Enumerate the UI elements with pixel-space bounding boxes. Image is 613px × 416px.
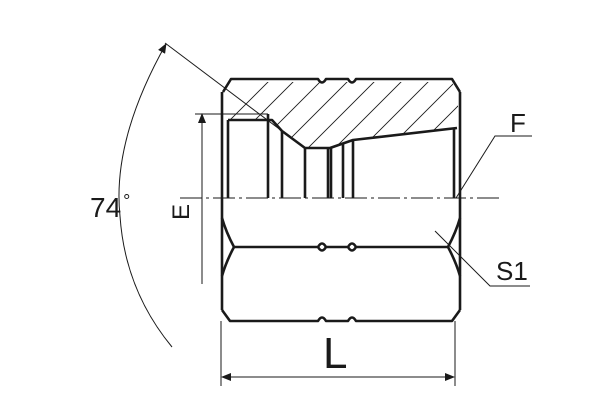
- angle-value: 74: [90, 192, 122, 223]
- dimension-E-label: E: [168, 204, 195, 221]
- thin-lines: [118, 42, 532, 386]
- dimension-F-label: F: [510, 108, 526, 138]
- outline: [220, 77, 462, 323]
- angle-unit: °: [123, 191, 131, 211]
- dimension-S1-label: S1: [496, 256, 528, 286]
- dimension-L-label: L: [323, 329, 348, 378]
- angle-label: 74°: [90, 191, 131, 223]
